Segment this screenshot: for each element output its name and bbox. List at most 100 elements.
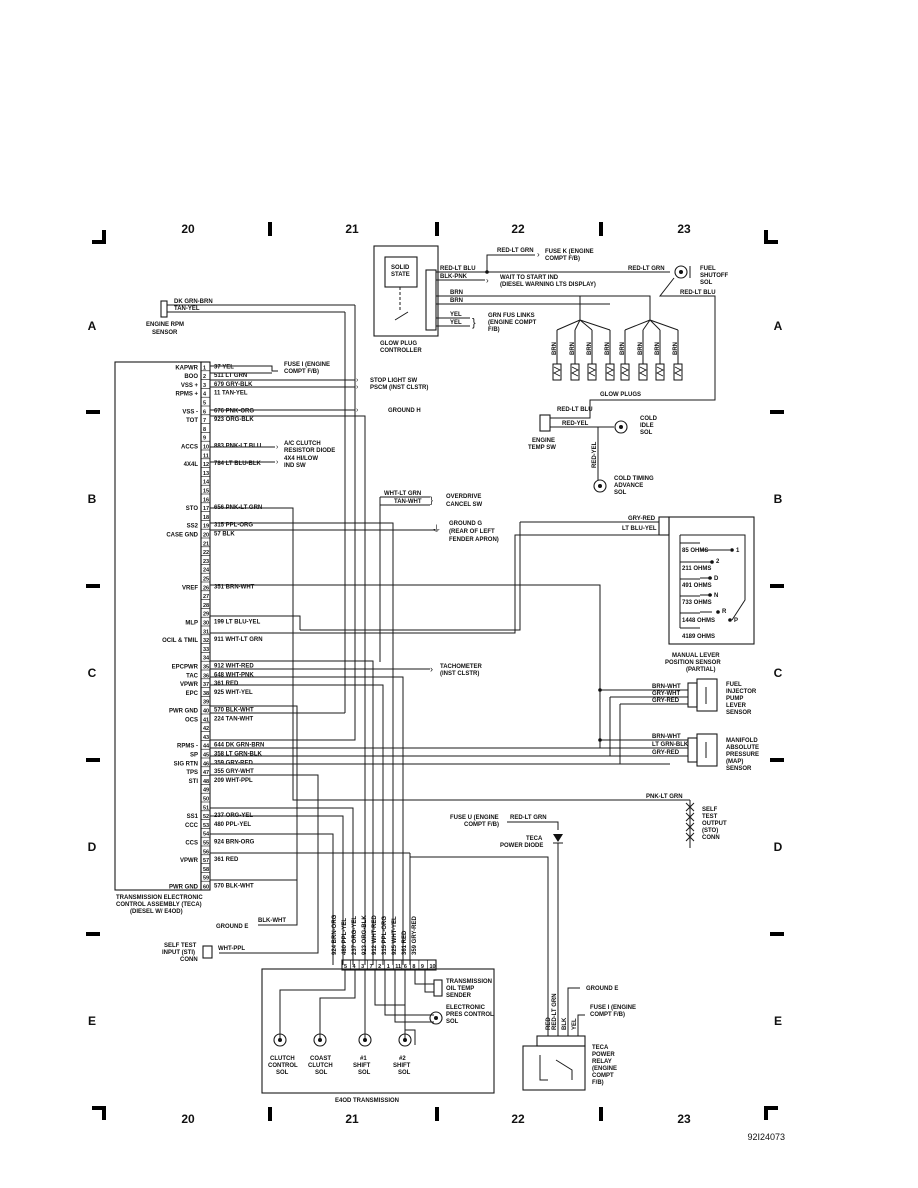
teca-power-diode: FUSE U (ENGINE COMPT F/B) RED-LT GRN TEC… [409,815,563,1036]
red-lt-blu-2: RED-LT BLU [680,290,716,296]
teca-pin-number: 27 [203,594,209,600]
fp-w3: GRY-RED [652,698,680,704]
overdrive-label-1: OVERDRIVE [446,494,481,500]
teca-pin-number: 28 [203,603,209,609]
teca-pin-label: OCIL & TMIL [162,638,198,644]
relay-t2: POWER [592,1052,615,1058]
glow-ctrl-2: CONTROLLER [380,348,422,354]
grid-row-e-left: E [88,1014,96,1028]
solid-state-1: SOLID [391,265,410,271]
arrow-stop: › [356,377,359,384]
sol3-1: #1 [360,1056,367,1062]
corner-marks [92,230,778,1120]
teca-wire-label: 37 YEL [214,364,234,370]
trans-conn-wire: 359 GRY-RED [412,916,418,955]
teca-wires [210,365,690,965]
teca-pin-number: 4 [203,392,207,398]
mlp-r6: 4189 OHMS [682,634,715,640]
teca-pin-number: 37 [203,682,209,688]
teca-pin-label: VPWR [180,682,199,688]
fuel-shutoff-2: SHUTOFF [700,273,729,279]
grid-row-c-left: C [88,666,97,680]
teca-pin-number: 50 [203,797,209,803]
x4-label-1: 4X4 HI/LOW [284,456,318,462]
trans-conn-pin: 8 [412,964,415,970]
teca-wire-label: 676 PNK-ORG [214,408,254,414]
ac-clutch-label-2: RESISTOR DIODE [284,448,335,454]
teca-wire-label: 11 TAN-YEL [214,391,248,397]
ground-h-label: GROUND H [388,408,421,414]
teca-pin-number: 29 [203,612,209,618]
grid-row-e-right: E [774,1014,782,1028]
blk-pnk-label: BLK-PNK [440,274,468,280]
teca-pin-number: 14 [203,480,210,486]
teca-pin-label: VSS + [181,383,199,389]
relay-fuse-i-2: COMPT F/B) [590,1012,625,1018]
epc-2: PRES CONTROL [446,1012,494,1018]
tach-label-1: TACHOMETER [440,664,483,670]
teca-wire-label: 679 GRY-BLK [214,382,253,388]
teca-pin-number: 44 [203,744,210,750]
teca-pin-number: 36 [203,673,209,679]
glow-ctrl-1: GLOW PLUG [380,341,417,347]
sto-t5: CONN [702,835,720,841]
ground-g-label-2: (REAR OF LEFT [449,529,495,535]
teca-pin-number: 11 [203,453,209,459]
relay-w-blk: BLK [562,1017,568,1030]
cold-idle-2: IDLE [640,423,654,429]
mlp-r4: 733 OHMS [682,600,712,606]
ground-g-symbol: ⏚ [432,524,441,534]
fuse-k-2: COMPT F/B) [545,256,580,262]
trans-conn-wire: 237 ORG-YEL [352,916,358,955]
teca-pin-label: VREF [182,585,198,591]
fuel-shutoff-3: SOL [700,280,713,286]
cold-timing-1: COLD TIMING [614,476,654,482]
glow-plug-wire: BRN [638,342,644,355]
teca-pin-number: 23 [203,559,209,565]
teca-pin-label: MLP [185,621,198,627]
overdrive-label-2: CANCEL SW [446,502,483,508]
teca-wire-label: 199 LT BLU-YEL [214,620,261,626]
arrow-4x4: › [276,459,279,466]
self-test-label-2: INPUT (STI) [162,950,195,956]
wait-label-2: (DIESEL WARNING LTS DISPLAY) [500,282,596,288]
teca-wire-label: 570 BLK-WHT [214,708,254,714]
teca-wire-label: 224 TAN-WHT [214,716,254,722]
wait-label-1: WAIT TO START IND [500,275,559,281]
ground-g-label-1: GROUND G [449,521,482,527]
cold-timing-3: SOL [614,490,627,496]
grid-col-21-bottom: 21 [345,1112,359,1126]
fuse-k-arrow: › [537,250,540,259]
trans-conn-wire: 912 WHT-RED [372,915,378,955]
sol3-2: SHIFT [353,1063,371,1069]
teca-pin-number: 2 [203,374,206,380]
figure-id: 92I24073 [747,1132,785,1142]
teca-pin-number: 33 [203,647,209,653]
cold-idle-1: COLD [640,416,658,422]
yel-1: YEL [450,312,462,318]
glow-plug-wire: BRN [673,342,679,355]
solid-state-2: STATE [391,272,410,278]
self-test-wire: WHT-PPL [218,946,245,952]
trans-conn-pin: 11 [395,964,401,970]
teca-pin-number: 21 [203,541,209,547]
trans-conn-wire: 925 WHT-YEL [392,916,398,955]
self-test-label-3: CONN [180,957,198,963]
mlp-title-2: POSITION SENSOR [665,660,721,666]
teca-pin-number: 34 [203,656,210,662]
teca-pin-label: RPMS - [177,744,198,750]
ac-clutch-label-1: A/C CLUTCH [284,441,321,447]
teca-pin-number: 38 [203,691,209,697]
teca-pin-number: 3 [203,383,206,389]
teca-wire-label: 315 PPL-ORG [214,523,253,529]
trans-conn-pin: 4 [353,964,357,970]
tach-arrow: › [430,664,433,674]
arrow-ground-h: › [356,407,359,414]
teca-pin-number: 60 [203,885,209,891]
mlp-title-3: (PARTIAL) [686,667,716,673]
teca-wire-label: 355 GRY-WHT [214,769,254,775]
teca-pin-number: 7 [203,418,206,424]
trans-conn-pin: 1 [387,964,390,970]
teca-pin-number: 31 [203,629,209,635]
